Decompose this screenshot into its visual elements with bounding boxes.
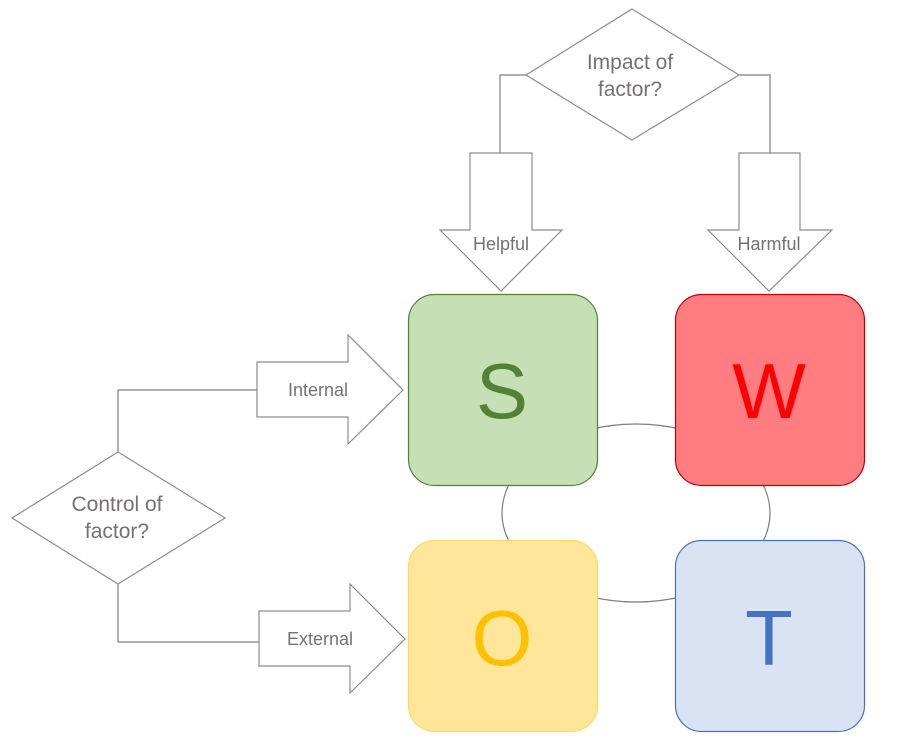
internal-arrow: Internal — [256, 333, 404, 446]
control-diamond — [10, 451, 227, 585]
helpful-label: Helpful — [473, 234, 529, 254]
external-label: External — [287, 629, 353, 649]
harmful-label: Harmful — [737, 234, 800, 254]
weaknesses-letter: W — [732, 347, 806, 435]
helpful-arrow: Helpful — [438, 152, 564, 292]
impact-label-line2: factor? — [598, 78, 662, 101]
connector-control-external — [117, 584, 259, 643]
control-label-line1: Control of — [71, 493, 162, 516]
external-arrow: External — [258, 582, 406, 695]
weaknesses-quadrant: W — [674, 293, 866, 487]
internal-label: Internal — [288, 380, 348, 400]
harmful-arrow: Harmful — [706, 152, 834, 292]
internal-arrow-shape — [256, 333, 404, 446]
opportunities-letter: O — [472, 594, 533, 682]
control-label-line2: factor? — [85, 520, 149, 543]
strengths-letter: S — [476, 347, 528, 435]
external-arrow-shape — [258, 582, 406, 695]
impact-label-line1: Impact of — [587, 51, 674, 74]
harmful-arrow-shape — [706, 152, 834, 292]
threats-letter: T — [745, 594, 793, 682]
strengths-box — [407, 293, 599, 487]
strengths-quadrant: S — [407, 293, 599, 487]
connector-impact-harmful — [739, 74, 771, 153]
threats-box — [674, 539, 866, 733]
control-decision: Control of factor? — [10, 451, 227, 585]
opportunities-quadrant: O — [407, 539, 599, 733]
opportunities-box — [407, 539, 599, 733]
impact-diamond — [524, 8, 741, 141]
threats-quadrant: T — [674, 539, 866, 733]
connector-impact-helpful — [499, 74, 526, 153]
weaknesses-box — [674, 293, 866, 487]
helpful-arrow-shape — [438, 152, 564, 292]
impact-decision: Impact of factor? — [524, 8, 741, 141]
cycle-ellipse — [501, 423, 771, 603]
connector-control-internal — [117, 389, 257, 452]
